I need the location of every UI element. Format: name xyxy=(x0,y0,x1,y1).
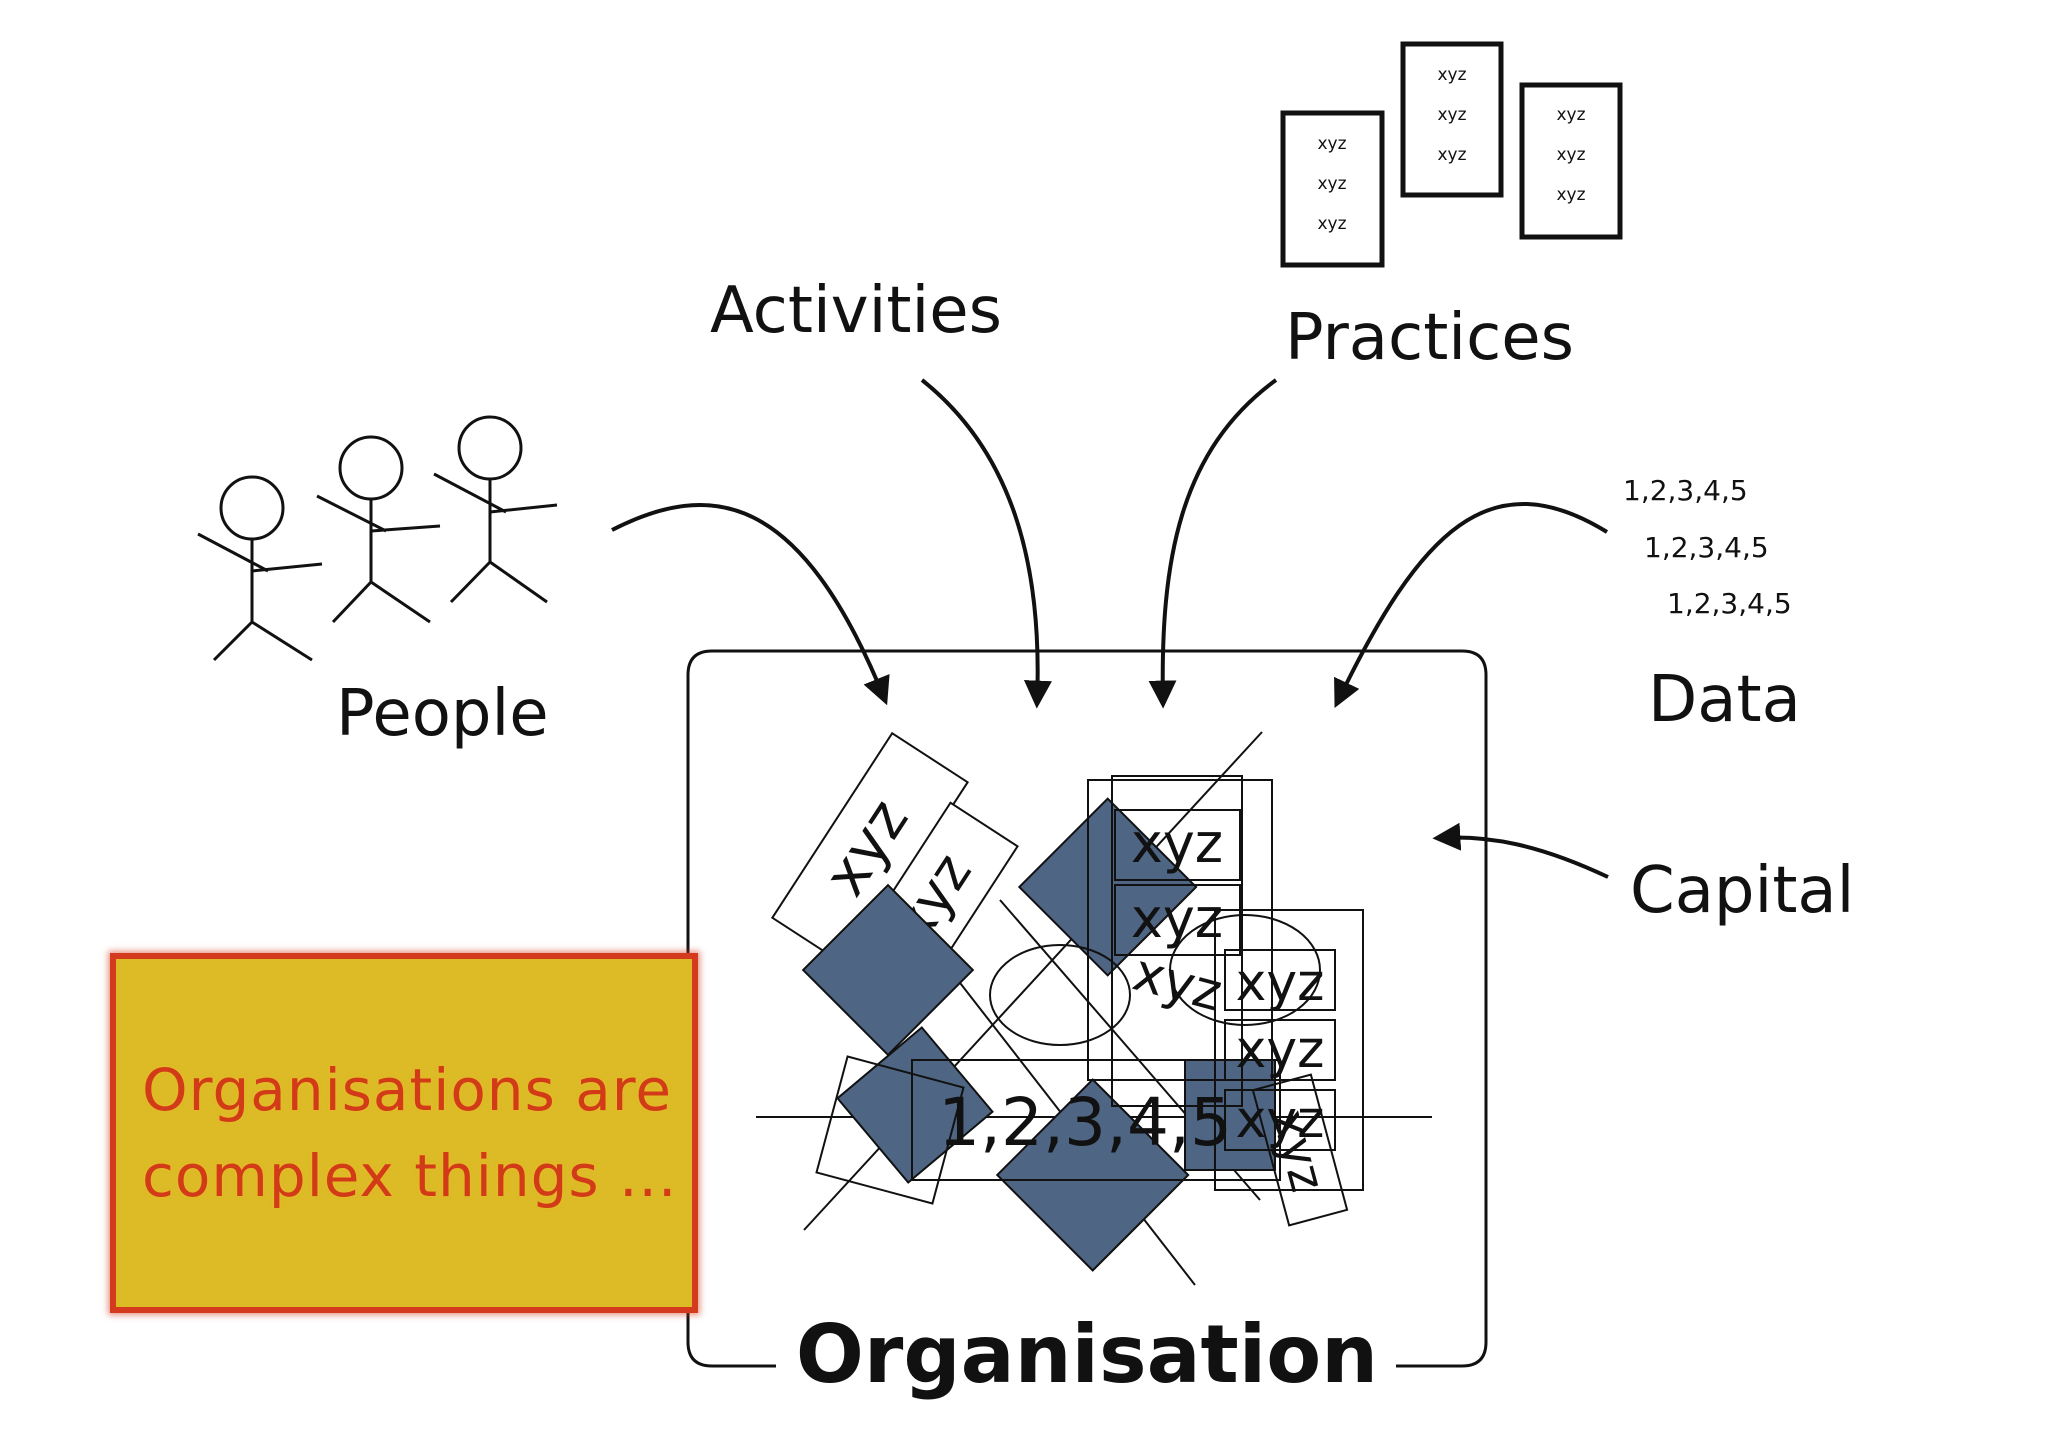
practice-card-text: xyz xyxy=(1437,65,1466,85)
arrow-icon xyxy=(922,380,1038,703)
practices-label: Practices xyxy=(1285,301,1574,375)
people-label: People xyxy=(336,677,549,751)
callout-note: Organisations are complex things ... xyxy=(110,953,698,1313)
capital-label: Capital xyxy=(1630,854,1854,928)
activities-label: Activities xyxy=(710,274,1002,348)
practice-card-text: xyz xyxy=(1317,214,1346,234)
practice-card-text: xyz xyxy=(1556,105,1585,125)
practice-card-text: xyz xyxy=(1556,145,1585,165)
practice-card-text: xyz xyxy=(1437,145,1466,165)
organisation-label: Organisation xyxy=(796,1308,1378,1401)
stick-figure-icon xyxy=(317,437,440,622)
people-group xyxy=(198,417,557,660)
practice-card-text: xyz xyxy=(1556,185,1585,205)
stick-figure-icon xyxy=(198,477,322,660)
practice-card: xyz xyz xyz xyxy=(1403,44,1501,195)
stick-figure-icon xyxy=(434,417,557,602)
number-text: 1,2,3,4,5 xyxy=(938,1084,1232,1161)
arrow-icon xyxy=(612,505,885,700)
xyz-text: xyz xyxy=(1131,887,1223,950)
data-row: 1,2,3,4,5 xyxy=(1623,474,1748,507)
xyz-text: xyz xyxy=(1236,953,1325,1013)
arrow-icon xyxy=(1163,380,1276,703)
data-label: Data xyxy=(1648,663,1801,737)
practice-card-text: xyz xyxy=(1317,134,1346,154)
practice-card: xyz xyz xyz xyxy=(1283,113,1382,265)
practice-card: xyz xyz xyz xyxy=(1522,85,1620,237)
arrow-icon xyxy=(1337,504,1607,703)
data-row: 1,2,3,4,5 xyxy=(1644,531,1769,564)
organisation-jumble: xyz xyz xyz xyz xyz xyz xyz xyz xyxy=(756,732,1432,1285)
practice-card-text: xyz xyxy=(1437,105,1466,125)
arrow-icon xyxy=(1438,837,1608,877)
xyz-text: xyz xyxy=(1131,812,1223,875)
callout-text: Organisations are complex things ... xyxy=(142,1047,677,1219)
data-row: 1,2,3,4,5 xyxy=(1667,587,1792,620)
practice-card-text: xyz xyxy=(1317,174,1346,194)
